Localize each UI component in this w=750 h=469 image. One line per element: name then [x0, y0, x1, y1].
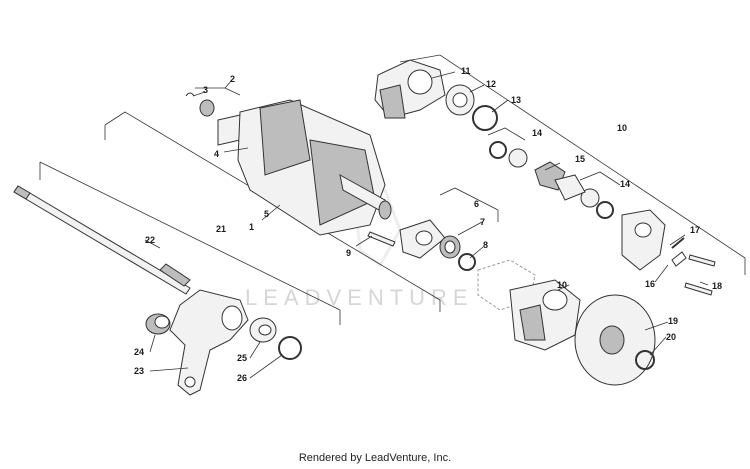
housing-10-upper — [374, 59, 446, 119]
callout-5: 5 — [264, 209, 269, 219]
seal-14 — [489, 141, 614, 219]
callout-7: 7 — [480, 217, 485, 227]
callout-10-lower: 10 — [557, 280, 567, 290]
bearing-25 — [249, 317, 277, 343]
plate-6 — [399, 219, 446, 259]
callout-16: 16 — [645, 279, 655, 289]
shaft-22 — [13, 185, 191, 295]
gasket — [477, 259, 536, 311]
callout-labels: 2 3 4 5 1 9 6 7 8 11 12 13 10 14 15 14 1… — [134, 66, 722, 383]
clip-3 — [185, 92, 195, 97]
callout-25: 25 — [237, 353, 247, 363]
snap-ring-26 — [278, 336, 302, 360]
callout-3: 3 — [203, 85, 208, 95]
callout-9: 9 — [346, 248, 351, 258]
housing-10-lower — [509, 279, 581, 351]
brake-pads-15 — [534, 161, 586, 201]
callout-21: 21 — [216, 224, 226, 234]
group-lines — [39, 54, 746, 325]
watermark-text: LEADVENTURE — [245, 285, 474, 310]
bearing-12 — [445, 84, 475, 116]
gearcase-1 — [217, 99, 392, 236]
bracket-23 — [169, 289, 249, 396]
callout-26: 26 — [237, 373, 247, 383]
callout-17: 17 — [690, 225, 700, 235]
callout-4: 4 — [214, 149, 219, 159]
pin-17 — [671, 237, 687, 267]
seal-2 — [199, 99, 215, 117]
callout-2: 2 — [230, 74, 235, 84]
leader-lines — [144, 71, 709, 379]
callout-20: 20 — [666, 332, 676, 342]
caliper-16 — [621, 209, 666, 271]
bolt-9 — [367, 231, 396, 247]
brake-disc-19 — [574, 294, 656, 386]
footer-credit: Rendered by LeadVenture, Inc. — [298, 452, 452, 464]
callout-14-upper: 14 — [532, 128, 542, 138]
callout-18: 18 — [712, 281, 722, 291]
callout-22: 22 — [145, 235, 155, 245]
callout-23: 23 — [134, 366, 144, 376]
seal-7 — [439, 235, 461, 259]
callout-13: 13 — [511, 95, 521, 105]
callout-10-upper: 10 — [617, 123, 627, 133]
callout-12: 12 — [486, 79, 496, 89]
callout-8: 8 — [483, 240, 488, 250]
bearing-24 — [145, 313, 171, 335]
callout-19: 19 — [668, 316, 678, 326]
callout-1: 1 — [249, 222, 254, 232]
callout-24: 24 — [134, 347, 144, 357]
snap-ring-8 — [458, 253, 476, 271]
callout-11: 11 — [461, 66, 471, 76]
bolts-18 — [684, 254, 716, 296]
callout-14-lower: 14 — [620, 179, 630, 189]
snap-ring-20 — [635, 350, 655, 370]
callout-6: 6 — [474, 199, 479, 209]
callout-15: 15 — [575, 154, 585, 164]
snap-ring-13 — [472, 105, 498, 131]
